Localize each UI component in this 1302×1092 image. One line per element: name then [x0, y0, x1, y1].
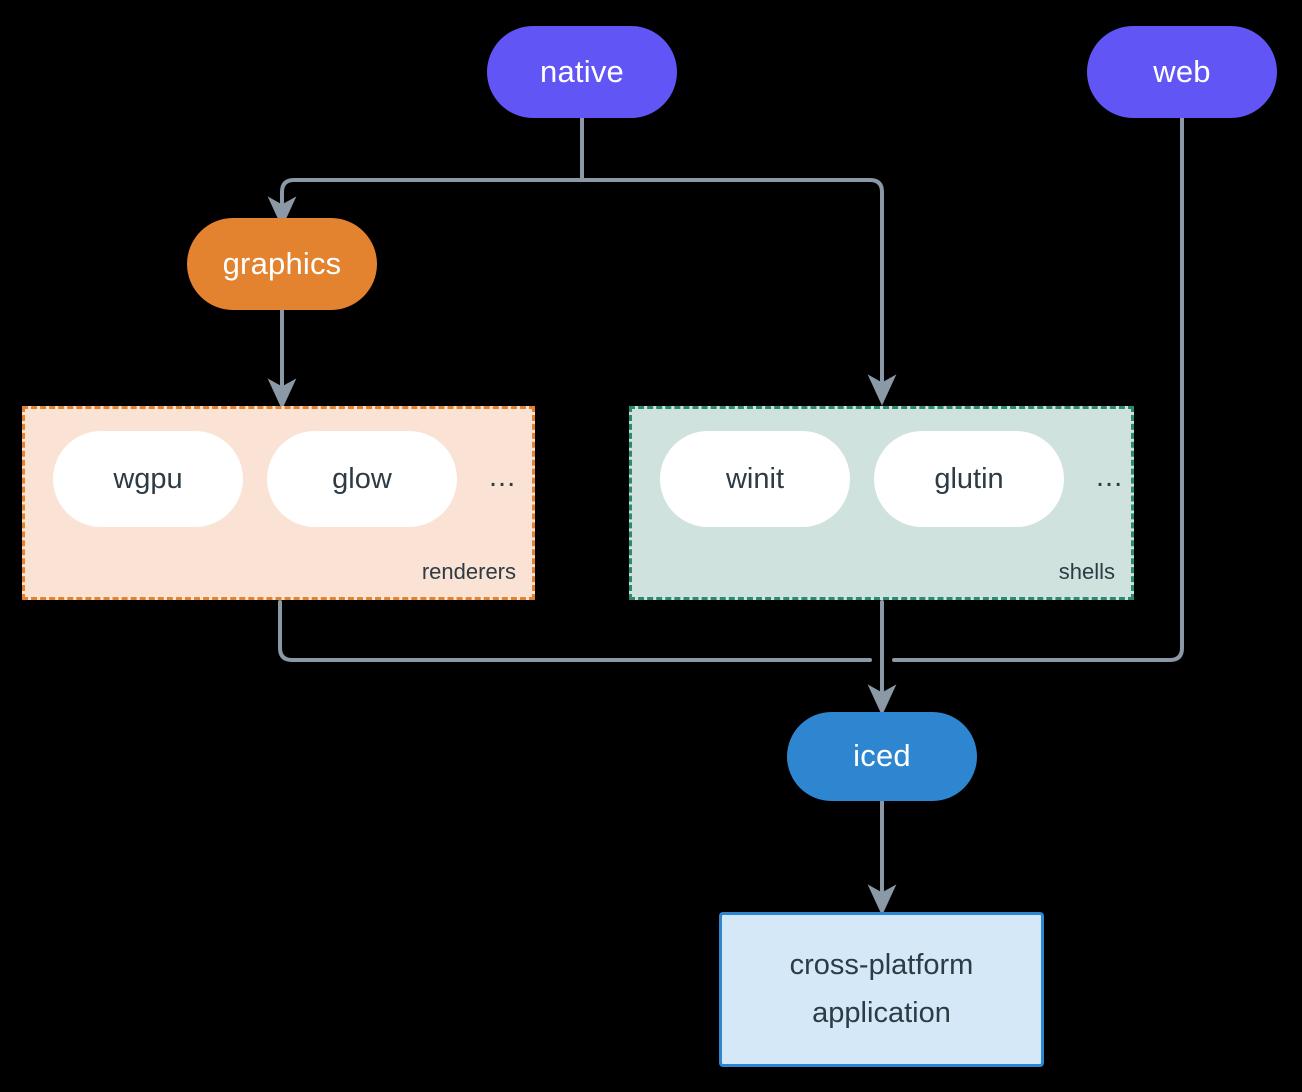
chip-wgpu[interactable]: wgpu	[53, 431, 243, 527]
chip-glow-label: glow	[332, 462, 392, 495]
chip-glow[interactable]: glow	[267, 431, 457, 527]
group-renderers-items: wgpu glow ...	[53, 431, 516, 527]
group-renderers: wgpu glow ... renderers	[22, 406, 535, 600]
node-web[interactable]: web	[1087, 26, 1277, 118]
node-native-label: native	[540, 53, 624, 89]
chip-wgpu-label: wgpu	[113, 462, 183, 495]
renderers-more-ellipsis: ...	[489, 460, 517, 493]
node-native[interactable]: native	[487, 26, 677, 118]
node-web-label: web	[1153, 53, 1211, 89]
application-label-line2: application	[812, 996, 951, 1029]
chip-glutin-label: glutin	[934, 462, 1004, 495]
group-shells-label: shells	[1058, 559, 1115, 584]
node-graphics-label: graphics	[222, 245, 342, 281]
node-application[interactable]: cross-platform application	[719, 912, 1044, 1067]
chip-glutin[interactable]: glutin	[874, 431, 1064, 527]
group-renderers-label: renderers	[421, 559, 516, 584]
edge-renderers-to-bus	[278, 600, 872, 662]
node-graphics[interactable]: graphics	[187, 218, 377, 310]
group-shells-items: winit glutin ...	[660, 431, 1123, 527]
chip-winit[interactable]: winit	[660, 431, 850, 527]
chip-winit-label: winit	[725, 462, 784, 495]
edge-native-to-graphics	[267, 178, 584, 228]
node-iced-label: iced	[853, 738, 911, 774]
shells-more-ellipsis: ...	[1096, 460, 1124, 493]
edge-native-to-shells	[580, 178, 897, 406]
group-shells: winit glutin ... shells	[629, 406, 1134, 600]
application-label-line1: cross-platform	[789, 948, 974, 981]
node-iced[interactable]: iced	[787, 712, 977, 801]
